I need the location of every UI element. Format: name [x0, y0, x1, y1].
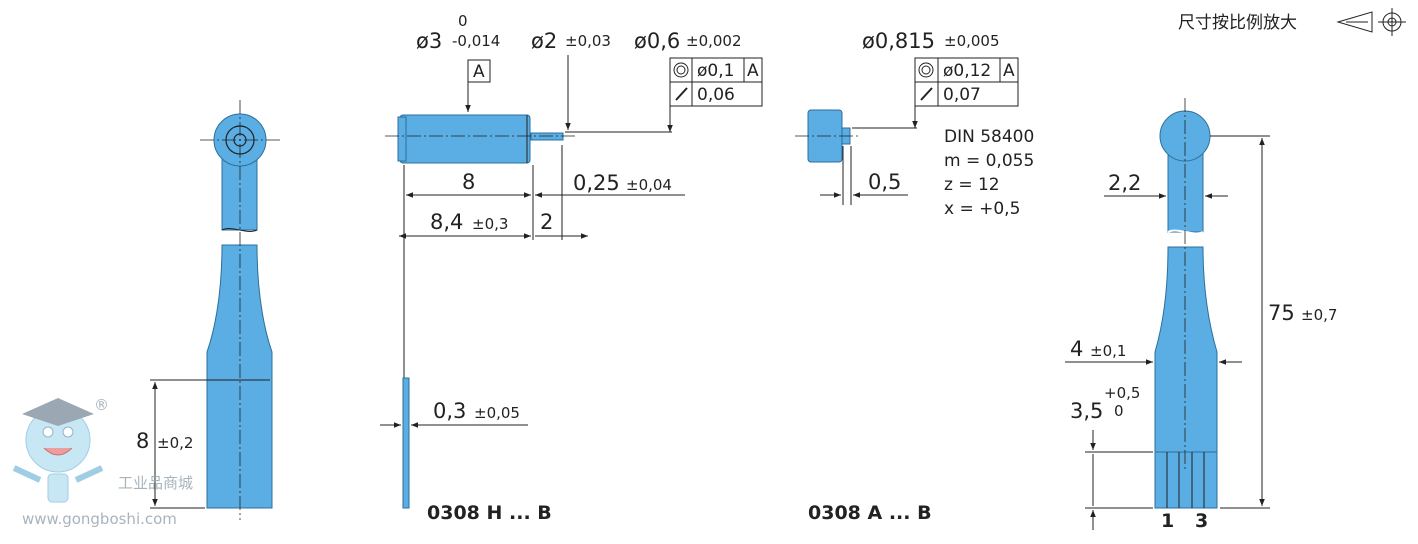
h-dia-mid: ø2: [531, 29, 557, 53]
h-connector-end: [402, 377, 410, 509]
view-left: 8 ±0,2: [136, 100, 280, 520]
right-pin-label-3: 3: [1195, 510, 1208, 532]
right-width-mid-tol: ±0,1: [1090, 342, 1126, 360]
a-len: 0,5: [868, 170, 901, 194]
watermark-name: 工业品商城: [118, 474, 193, 492]
a-gear-spec-1: m = 0,055: [944, 151, 1034, 171]
a-caption: 0308 A ... B: [808, 502, 932, 524]
a-fcf-row1-value: ø0,12: [943, 61, 991, 81]
mascot-logo-icon: [12, 398, 104, 503]
h-datum: A: [473, 62, 485, 82]
left-dim-value: 8: [136, 429, 149, 453]
right-pin-label-1: 1: [1161, 510, 1174, 532]
view-right: 2,2 75 ±0,7 4 ±0,1 3,5 +0,5 0 1 3: [1065, 98, 1337, 532]
a-fcf-row1-datum: A: [1003, 61, 1015, 81]
h-len-total: 8,4: [430, 210, 463, 234]
h-len-body: 8: [462, 170, 475, 194]
a-dia-tol: ±0,005: [944, 32, 1000, 50]
h-shaft: [530, 132, 564, 141]
right-pins: [1154, 451, 1218, 509]
watermark: ® 工业品商城 www.gongboshi.com: [12, 396, 193, 528]
right-width-mid: 4: [1070, 337, 1083, 361]
h-len-gap-tol: ±0,04: [626, 176, 672, 194]
right-width-top: 2,2: [1108, 171, 1141, 195]
scale-note: 尺寸按比例放大: [1178, 8, 1406, 36]
watermark-registered: ®: [94, 396, 109, 414]
h-thickness: 0,3: [433, 399, 466, 423]
right-total-len-tol: ±0,7: [1301, 306, 1337, 324]
a-gear-spec-3: x = +0,5: [944, 199, 1020, 219]
view-h: ø3 0 -0,014 A ø2 ±0,03 ø0,6 ±0,002 ø0,1 …: [380, 12, 763, 524]
right-pad-len-tol-upper: +0,5: [1104, 384, 1140, 402]
h-fcf-row1-datum: A: [747, 61, 759, 81]
h-fcf-row1-value: ø0,1: [697, 61, 734, 81]
a-gear-spec-0: DIN 58400: [944, 127, 1034, 147]
right-total-len: 75: [1268, 301, 1295, 325]
h-dia-main-tol-lower: -0,014: [452, 32, 500, 50]
a-fcf-row2-value: 0,07: [943, 85, 981, 105]
right-pad-len: 3,5: [1070, 399, 1103, 423]
h-dia-main: ø3: [416, 29, 442, 53]
view-a: ø0,815 ±0,005 ø0,12 A 0,07 0,5 DIN 58400…: [795, 29, 1034, 524]
left-dim-tol: ±0,2: [157, 434, 193, 452]
h-dia-shaft-tol: ±0,002: [686, 32, 742, 50]
watermark-url: www.gongboshi.com: [22, 510, 177, 528]
h-len-gap: 0,25: [573, 171, 620, 195]
scale-note-text: 尺寸按比例放大: [1178, 13, 1297, 33]
a-gear-spec-2: z = 12: [944, 175, 1000, 195]
h-caption: 0308 H ... B: [427, 502, 552, 524]
h-len-shaft: 2: [540, 210, 553, 234]
h-dia-shaft: ø0,6: [634, 29, 680, 53]
h-fcf-row2-value: 0,06: [697, 85, 735, 105]
h-dia-mid-tol: ±0,03: [565, 32, 611, 50]
projection-cone-icon: [1336, 11, 1373, 33]
h-dia-main-tol-upper: 0: [458, 12, 468, 30]
h-len-total-tol: ±0,3: [472, 215, 508, 233]
right-ribbon-lower: [1154, 246, 1218, 453]
right-pad-len-tol-lower: 0: [1114, 402, 1124, 420]
h-motor-body: [399, 114, 531, 164]
a-dia: ø0,815: [862, 29, 935, 53]
h-thickness-tol: ±0,05: [474, 404, 520, 422]
left-ribbon-lower: [206, 244, 273, 509]
